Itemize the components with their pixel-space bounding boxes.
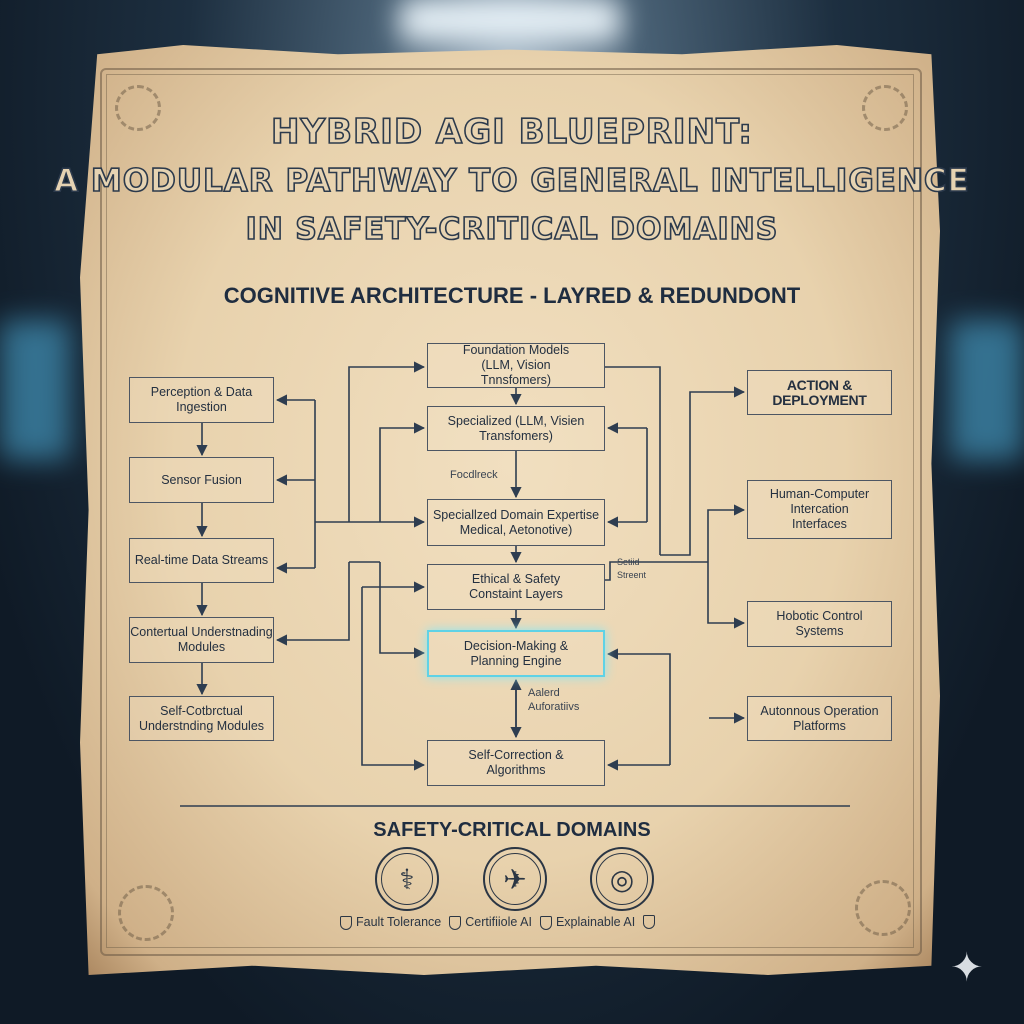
perception-box: Perception & Data Ingestion (129, 377, 274, 423)
ornamental-border-inner (106, 74, 914, 948)
airplane-icon: ✈ (503, 862, 527, 896)
background-screen-right (950, 320, 1024, 460)
decision-making-box: Decision-Making & Planning Engine (427, 630, 605, 677)
gear-icon (118, 885, 174, 941)
gear-icon (862, 85, 908, 131)
medical-domain: ⚕ (375, 847, 439, 911)
shield-icon (643, 915, 656, 930)
badge-fault-tolerance: Fault Tolerance (340, 915, 441, 930)
specialized-box: Specialized (LLM, Visien Transfomers) (427, 406, 605, 451)
self-contextual-modules-box: Self-Cotbrctual Understnding Modules (129, 696, 274, 741)
contextual-modules-box: Contertual Understnading Modules (129, 617, 274, 663)
title-line-3: in Safety-Critical Domains (245, 211, 779, 248)
caduceus-icon: ⚕ (399, 862, 415, 896)
steering-wheel-icon: ◎ (609, 862, 635, 896)
domains-title: Safety-Critical Domains (373, 819, 651, 841)
badge-label: Fault Tolerance (356, 915, 442, 929)
parchment (80, 45, 940, 975)
domain-expertise-box: Speciallzed Domain Expertise Medical, Ae… (427, 499, 605, 546)
self-correction-box: Self-Correction & Algorithms (427, 740, 605, 786)
background-screen-left (0, 320, 70, 460)
badge-explainable-ai: Explainable AI (539, 915, 636, 930)
badge-label: Certifiiole AI (465, 915, 532, 929)
shield-icon (449, 915, 462, 930)
shield-icon (340, 915, 352, 930)
title-line-1: Hybrid AGI Blueprint: (270, 111, 753, 153)
shield-icon (539, 915, 552, 930)
section-subtitle: Cognitive Architecture - Layred & Redund… (223, 283, 801, 308)
automotive-domain: ◎ (590, 847, 654, 911)
foundation-models-box: Foundation Models (LLM, Vision Tnnsfomer… (427, 343, 605, 388)
feedback-label: Focdlreck (450, 469, 498, 481)
action-deployment-box: Action & Deployment (747, 370, 892, 415)
setiid-label: Setiid Streent (617, 557, 647, 580)
aviation-domain: ✈ (483, 847, 547, 911)
badge-label: Explainable AI (555, 915, 636, 929)
realtime-streams-box: Real-time Data Streams (129, 538, 274, 583)
ornamental-border (100, 68, 922, 956)
gear-icon (855, 880, 911, 936)
autonomous-platforms-box: Autonnous Operation Platforms (747, 696, 892, 741)
title-line-2: A Modular Pathway to General Intelligenc… (53, 162, 970, 200)
aalerd-label: Aalerd Auforatiivs (528, 687, 580, 713)
gear-icon (115, 85, 161, 131)
robotic-control-box: Hobotic Control Systems (747, 601, 892, 647)
hci-box: Human-Computer Intercation Interfaces (747, 480, 892, 539)
sparkle-icon: ✦ (950, 945, 984, 991)
sensor-fusion-box: Sensor Fusion (129, 457, 274, 503)
badge-certifiable-ai: Certifiiole AI (449, 915, 532, 930)
badge-row: Fault Tolerance Certifiiole AI Explainab… (340, 915, 690, 930)
background-light (400, 0, 620, 40)
ethical-safety-box: Ethical & Safety Constaint Layers (427, 564, 605, 610)
